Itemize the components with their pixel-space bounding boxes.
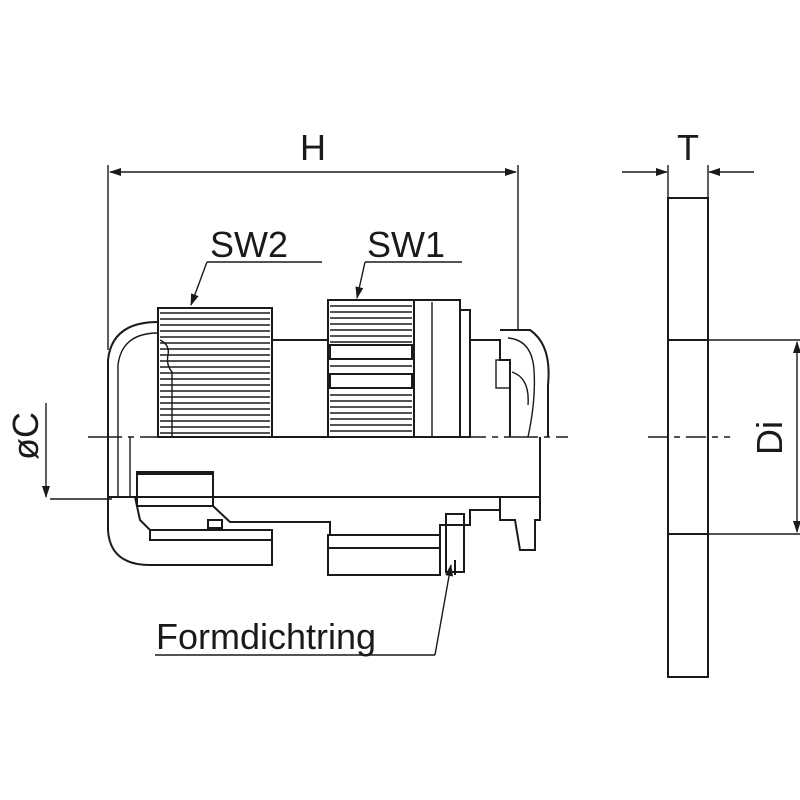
dimension-t-label: T (677, 127, 699, 168)
dimension-di: Di (708, 339, 800, 535)
sw2-label: SW2 (210, 224, 288, 265)
dimension-di-label: Di (749, 421, 790, 455)
leader-sw1: SW1 (355, 224, 462, 299)
leader-sw2: SW2 (190, 224, 322, 306)
dimension-t: T (622, 127, 754, 198)
lock-nut-section (667, 197, 709, 678)
cable-gland-section (107, 437, 541, 576)
leader-formdichtring: Formdichtring (155, 564, 454, 657)
dimension-h: H (107, 127, 519, 350)
formdichtring-label: Formdichtring (156, 616, 376, 657)
cable-gland-exterior (107, 299, 550, 438)
sw1-knurl (329, 305, 413, 432)
dimension-c-label: øC (5, 412, 46, 460)
sw2-knurl (159, 312, 270, 437)
sw1-label: SW1 (367, 224, 445, 265)
dimension-c: øC (5, 403, 112, 500)
dimension-h-label: H (300, 127, 326, 168)
